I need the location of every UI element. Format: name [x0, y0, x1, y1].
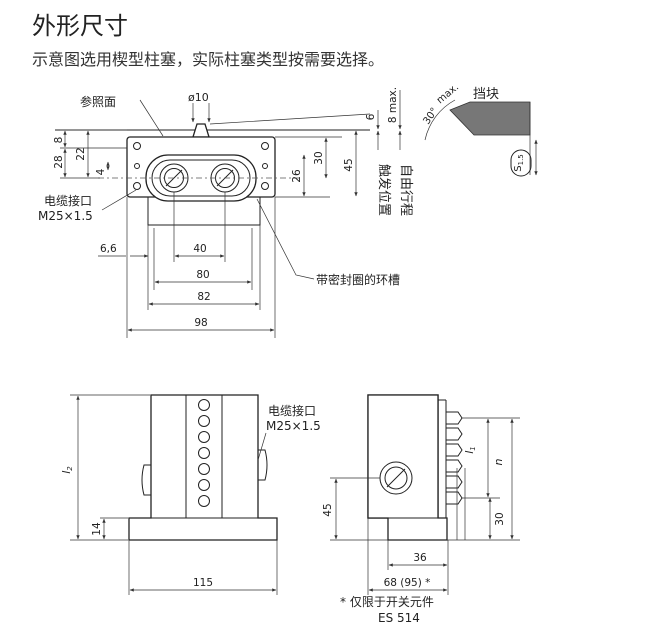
dim-l1: l1	[463, 446, 477, 454]
dim-68: 68 (95) *	[384, 577, 431, 589]
ref-surface-label: 参照面	[80, 94, 116, 109]
dim-side-45: 45	[322, 503, 334, 516]
dim-36: 36	[413, 552, 427, 564]
dim-6-6: 6,6	[100, 243, 117, 255]
dim-82: 82	[197, 291, 210, 303]
stop-label: 挡块	[473, 87, 499, 102]
dim-98: 98	[194, 317, 207, 329]
dim-30-deg: 30°	[421, 106, 440, 127]
side-plungers	[446, 411, 463, 505]
dim-26: 26	[291, 169, 303, 183]
side-view: l1 n 45 30 36 68 (95) *	[322, 394, 520, 595]
dim-max: max.	[435, 82, 461, 106]
front-view: l2 14 115 电缆接口 M25×1.5	[60, 394, 321, 595]
trigger-position-label: 触发位置	[376, 164, 392, 216]
front-cable-entry-label: 电缆接口	[268, 403, 316, 418]
dim-80: 80	[196, 269, 209, 281]
thread-label: M25×1.5	[38, 209, 93, 223]
top-view: 参照面 ø10 8 28 22 4 30 26 45 6 8 max. 30° …	[38, 82, 538, 338]
page-title: 外形尺寸	[32, 12, 128, 40]
s-label: S1.5	[513, 154, 525, 172]
dim-22: 22	[75, 147, 87, 160]
stop-block	[449, 101, 531, 136]
dim-side-30: 30	[494, 512, 506, 525]
dim-14: 14	[91, 522, 103, 536]
dim-45: 45	[343, 158, 355, 171]
plunger-stack	[198, 399, 210, 507]
footnote-line1: * 仅限于开关元件	[340, 595, 434, 609]
dia-label: ø10	[188, 91, 209, 104]
s-label-box	[510, 149, 532, 177]
dim-115: 115	[193, 577, 213, 589]
page-subtitle: 示意图选用楔型柱塞，实际柱塞类型按需要选择。	[32, 50, 385, 69]
plunger-tip	[192, 123, 210, 138]
dim-30: 30	[313, 151, 325, 164]
cable-entry-label: 电缆接口	[44, 193, 92, 208]
seal-groove-label: 带密封圈的环槽	[316, 272, 400, 287]
dim-8: 8	[53, 137, 65, 144]
dim-6: 6	[365, 113, 377, 120]
footnote-line2: ES 514	[378, 611, 420, 625]
front-thread-label: M25×1.5	[266, 419, 321, 433]
dim-40: 40	[193, 243, 206, 255]
dim-n: n	[492, 458, 505, 465]
dim-l2: l2	[60, 466, 74, 474]
dim-8-max: 8 max.	[387, 87, 399, 123]
free-travel-label: 自由行程	[398, 164, 413, 216]
dim-28: 28	[53, 155, 65, 168]
dim-4: 4	[95, 168, 107, 175]
